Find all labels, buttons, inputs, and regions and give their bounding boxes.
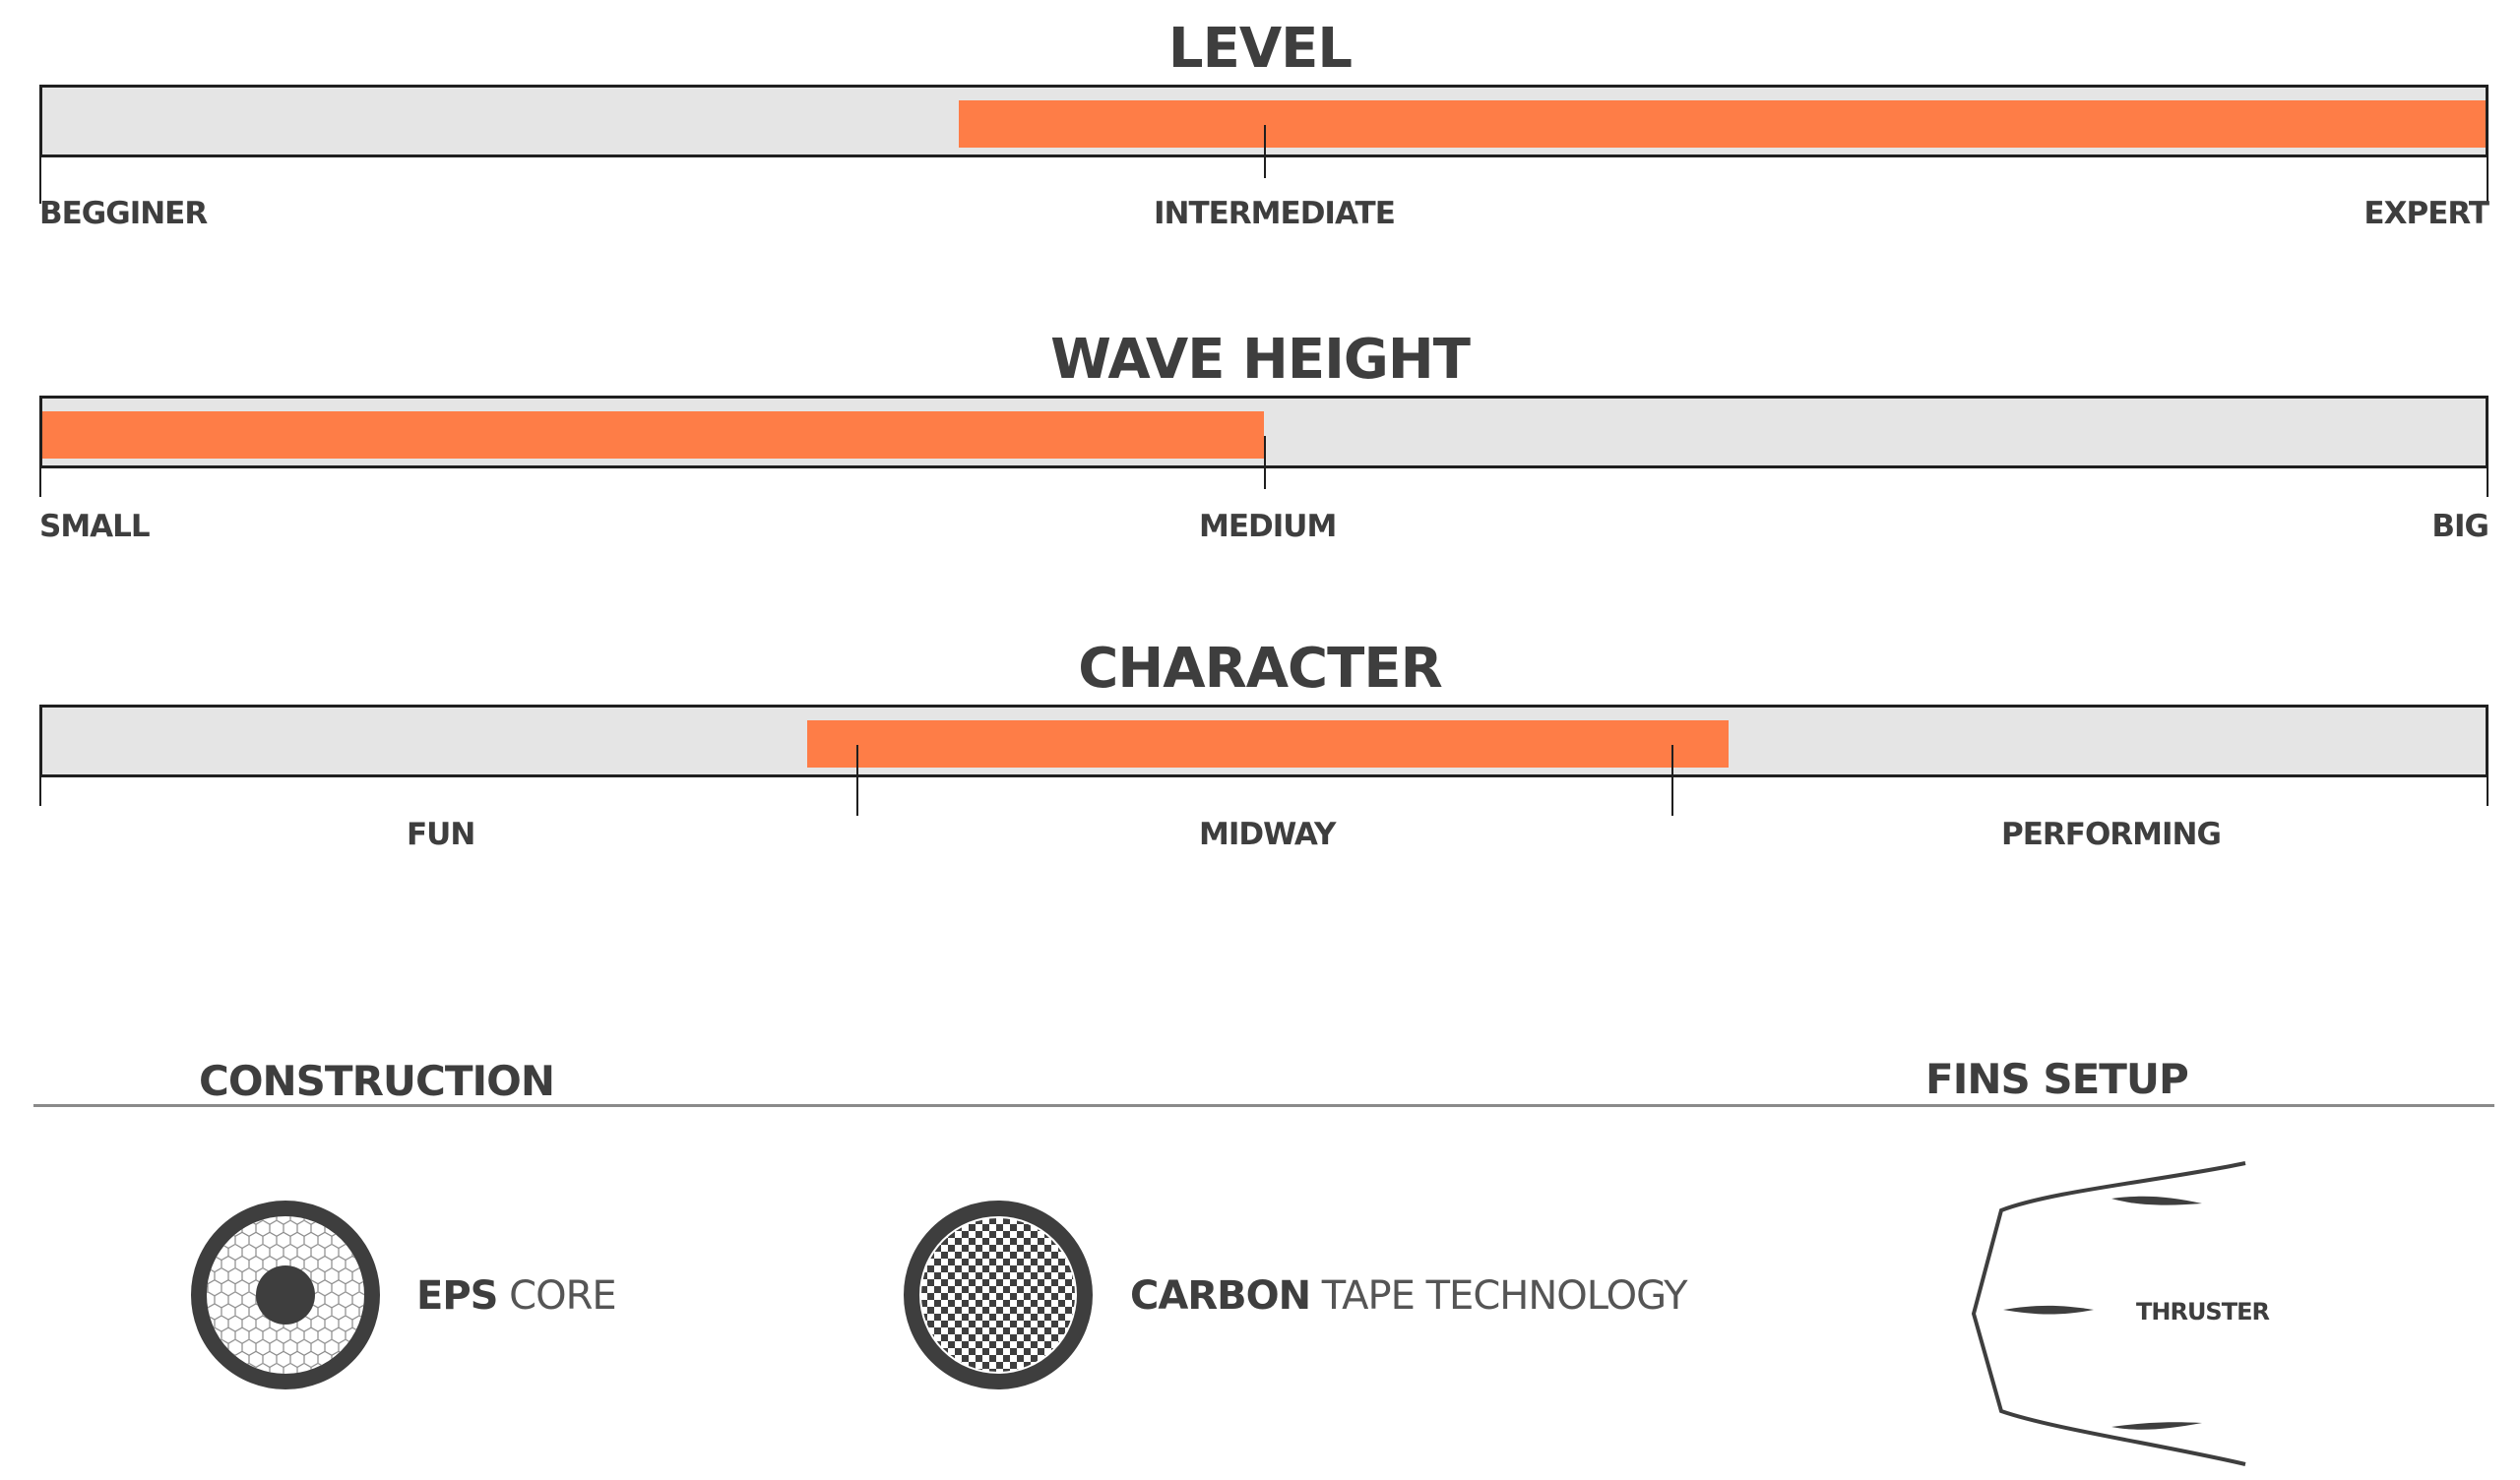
level-midpoint-tick <box>1264 125 1266 178</box>
character-label-performing: PERFORMING <box>2001 817 2222 852</box>
wave-label-small: SMALL <box>39 509 151 544</box>
character-tick-1 <box>856 745 858 816</box>
fin-setup-icon <box>1971 1161 2246 1466</box>
level-bar <box>39 85 2488 178</box>
level-label-intermediate: INTERMEDIATE <box>1154 196 1396 231</box>
wave-height-bar <box>39 396 2488 489</box>
carbon-tape-label-light: TAPE TECHNOLOGY <box>1310 1273 1688 1319</box>
character-label-fun: FUN <box>407 817 475 852</box>
level-label-beginner: BEGGINER <box>39 196 208 231</box>
eps-core-label-strong: EPS <box>416 1273 498 1319</box>
wave-height-midpoint-tick <box>1264 436 1266 489</box>
level-end-tick <box>2487 154 2488 204</box>
character-bar <box>39 705 2488 816</box>
character-fill <box>807 720 1729 768</box>
level-title: LEVEL <box>1167 17 1353 81</box>
character-tick-2 <box>1671 745 1673 816</box>
character-start-tick <box>39 774 41 806</box>
wave-height-title: WAVE HEIGHT <box>1050 328 1471 392</box>
level-fill <box>959 100 2486 148</box>
character-end-tick <box>2487 774 2488 806</box>
character-title: CHARACTER <box>1078 637 1442 701</box>
section-divider <box>33 1104 2494 1107</box>
wave-start-tick <box>39 465 41 497</box>
carbon-tape-label: CARBON TAPE TECHNOLOGY <box>1130 1273 1688 1319</box>
fin-setup-label: THRUSTER <box>2136 1298 2270 1326</box>
level-start-tick <box>39 154 41 204</box>
eps-core-label: EPS CORE <box>416 1273 617 1319</box>
eps-core-icon <box>191 1201 380 1389</box>
level-label-expert: EXPERT <box>2363 196 2489 231</box>
character-label-midway: MIDWAY <box>1199 817 1336 852</box>
construction-heading: CONSTRUCTION <box>199 1057 555 1105</box>
fins-setup-heading: FINS SETUP <box>1925 1055 2189 1103</box>
wave-end-tick <box>2487 465 2488 497</box>
wave-label-medium: MEDIUM <box>1199 509 1337 544</box>
wave-height-fill <box>42 411 1264 459</box>
wave-label-big: BIG <box>2431 509 2489 544</box>
eps-core-label-light: CORE <box>497 1273 617 1319</box>
carbon-tape-icon <box>904 1201 1093 1389</box>
carbon-tape-label-strong: CARBON <box>1130 1273 1311 1319</box>
